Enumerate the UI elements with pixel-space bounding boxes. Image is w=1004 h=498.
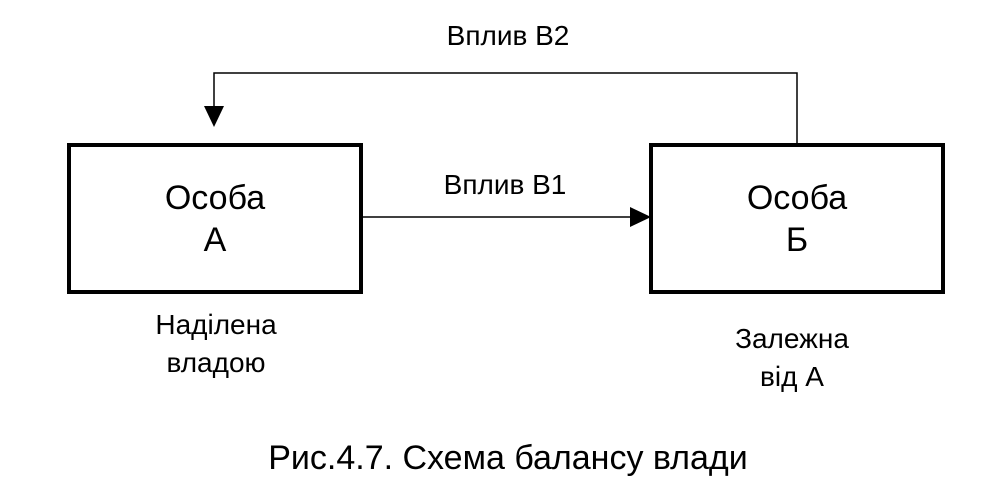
arrow-b1-label: Вплив В1 (443, 169, 567, 200)
box-a-line2: А (203, 220, 227, 259)
note-b-line1: Залежна (735, 323, 849, 354)
box-a-line1: Особа (164, 178, 266, 217)
arrow-b1-head (630, 207, 651, 227)
arrow-b2-head (204, 106, 224, 127)
box-person-b: Особа Б (649, 143, 945, 294)
arrow-b2-label: Вплив В2 (446, 20, 570, 51)
note-b-line2: від А (760, 361, 824, 392)
note-person-a: Наділена владою (116, 306, 316, 382)
arrow-b2-line (213, 72, 798, 143)
note-a-line2: владою (166, 347, 266, 378)
note-person-b: Залежна від А (692, 320, 892, 396)
box-b-line2: Б (785, 220, 809, 259)
box-person-a: Особа А (67, 143, 363, 294)
box-b-line1: Особа (746, 178, 848, 217)
figure-caption: Рис.4.7. Схема балансу влади (268, 439, 748, 477)
note-a-line1: Наділена (155, 309, 277, 340)
